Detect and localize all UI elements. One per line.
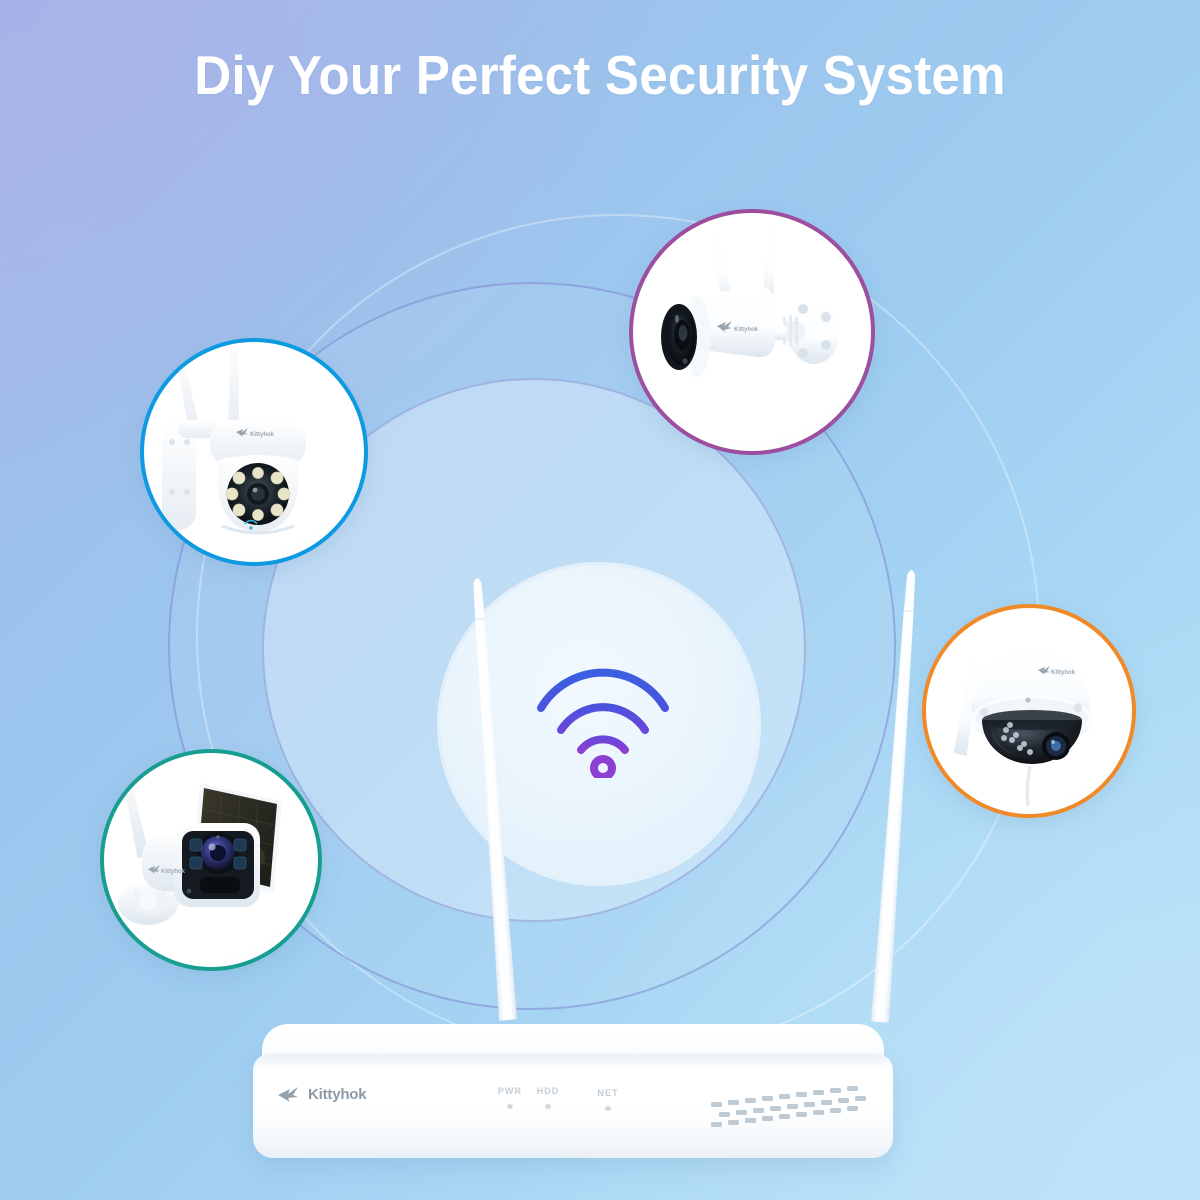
- bullet-camera-icon: Kittyhok: [661, 215, 840, 378]
- nvr-recorder: Kittyhok PWR HDD NET: [253, 1024, 893, 1164]
- svg-text:Kittyhok: Kittyhok: [161, 869, 186, 875]
- ventilation-grille: [707, 1072, 875, 1134]
- kittyhok-bird-logo: [277, 1086, 303, 1103]
- svg-text:Kittyhok: Kittyhok: [250, 432, 275, 438]
- nvr-bevel: [253, 1054, 893, 1070]
- device-bubble-bullet-camera[interactable]: Kittyhok: [629, 209, 875, 455]
- led-network: NET: [591, 1088, 625, 1111]
- device-bubble-dome-camera[interactable]: Kittyhok: [922, 604, 1136, 818]
- led-network-dot: [605, 1105, 611, 1111]
- wifi-signal-icon: [533, 660, 673, 781]
- antenna-icon-left: [460, 568, 526, 1035]
- led-power-dot: [507, 1103, 513, 1109]
- led-power-label: PWR: [497, 1086, 523, 1096]
- led-power: PWR: [493, 1086, 527, 1109]
- device-bubble-solar-camera[interactable]: Kittyhok: [100, 749, 322, 971]
- vandal-dome-camera-icon: Kittyhok: [953, 647, 1094, 806]
- led-hdd-dot: [545, 1103, 551, 1109]
- led-network-label: NET: [597, 1088, 619, 1098]
- ptz-dome-camera-icon: Kittyhok: [162, 342, 306, 535]
- svg-text:Kittyhok: Kittyhok: [1051, 670, 1076, 676]
- page-title: Diy Your Perfect Security System: [194, 44, 1006, 106]
- device-bubble-ptz-camera[interactable]: Kittyhok: [140, 338, 368, 566]
- svg-text:Kittyhok: Kittyhok: [734, 327, 759, 333]
- nvr-front-panel: [253, 1054, 893, 1158]
- led-hdd: HDD: [531, 1086, 565, 1109]
- nvr-brand: Kittyhok: [277, 1086, 367, 1103]
- led-hdd-label: HDD: [536, 1086, 560, 1096]
- nvr-brand-label: Kittyhok: [308, 1086, 367, 1103]
- solar-panel-camera-icon: Kittyhok: [118, 763, 282, 925]
- nvr-indicator-group: PWR HDD NET: [493, 1086, 653, 1126]
- antenna-icon-right: [862, 560, 929, 1037]
